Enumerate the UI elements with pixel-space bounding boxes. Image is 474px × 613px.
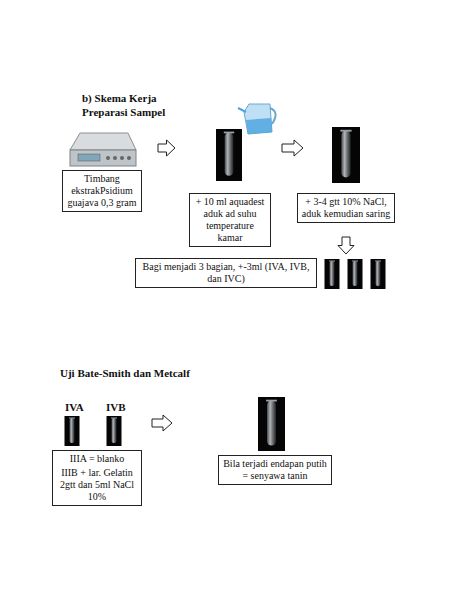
process-box: Timbang ekstrakPsidium guajava 0,3 gram [62,170,142,212]
test-tube [258,397,285,451]
test-tube [65,416,80,446]
box-text: + 3-4 gtt 10% NaCl, aduk kemudian saring [301,196,391,220]
box-text: Timbang ekstrakPsidium guajava 0,3 gram [66,173,138,209]
tube-label: IVA [65,400,84,414]
test-tube [348,259,363,289]
box-text: + 10 ml aquadest aduk ad suhu temperatur… [193,196,267,244]
process-box: + 10 ml aquadest aduk ad suhu temperatur… [189,193,271,247]
process-box: Bagi menjadi 3 bagian, +-3ml (IVA, IVB, … [135,258,317,288]
box-text: Bila terjadi endapan putih = senyawa tan… [222,458,328,482]
section-title: b) Skema Kerja Preparasi Sampel [82,91,182,119]
test-tube [332,127,360,183]
box-text: Bagi menjadi 3 bagian, +-3ml (IVA, IVB, … [139,261,313,285]
section-heading: Uji Bate-Smith dan Metcalf [60,366,190,380]
jug-illustration [238,104,276,134]
test-tube [216,129,242,181]
box-text: IIIB + lar. Gelatin 2gtt dan 5ml NaCl 10… [56,467,138,503]
process-box: + 3-4 gtt 10% NaCl, aduk kemudian saring [297,193,395,223]
test-tube [371,259,386,289]
block-arrow [338,237,354,254]
box-text: IIIA = blanko [56,453,138,465]
process-box: Bila terjadi endapan putih = senyawa tan… [218,455,332,485]
block-arrow [282,140,303,156]
process-box: IIIA = blankoIIIB + lar. Gelatin 2gtt da… [52,450,142,506]
block-arrow [158,140,175,156]
balance-illustration [70,133,136,166]
test-tube [107,416,122,446]
block-arrow [152,415,172,431]
test-tube [325,259,340,289]
tube-label: IVB [106,400,126,414]
